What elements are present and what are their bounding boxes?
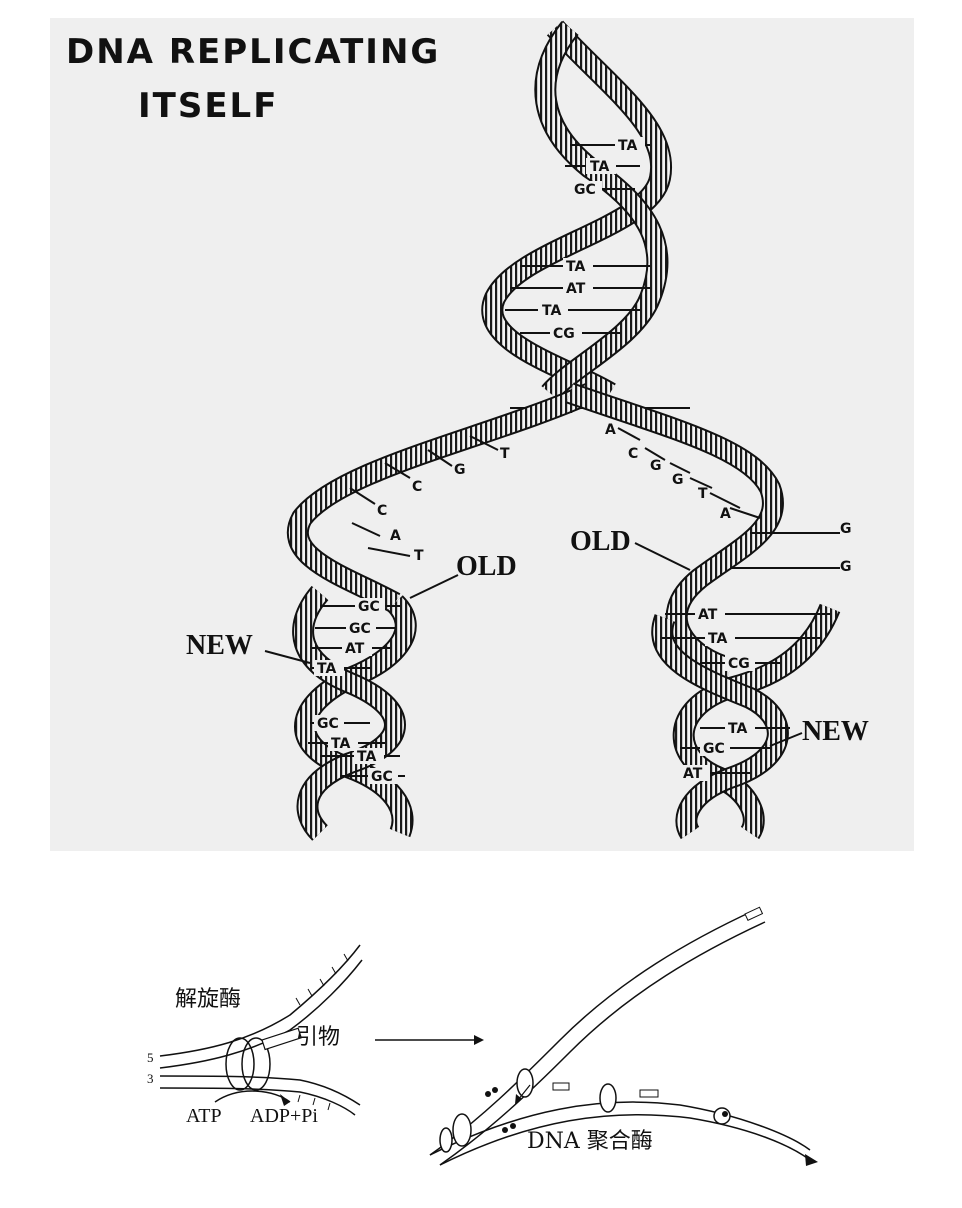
strand-5-label: 5	[147, 1050, 154, 1065]
polymerase-label: DNA 聚合酶	[527, 1129, 653, 1154]
diagram-title-line2: ITSELF	[138, 86, 279, 126]
helicase-fork	[159, 944, 363, 1116]
base-label: T	[698, 486, 708, 502]
old-label-left: OLD	[456, 551, 517, 582]
pair-label: GC	[574, 182, 596, 198]
base-label: C	[377, 503, 387, 519]
pair-label: GC	[358, 599, 380, 615]
pair-label: AT	[698, 607, 718, 623]
pair-label: TA	[708, 631, 727, 647]
base-label: G	[650, 458, 662, 474]
adp-label: ADP+Pi	[250, 1105, 318, 1127]
atp-label: ATP	[186, 1105, 222, 1127]
dna-replication-diagram: DNA REPLICATING ITSELF	[50, 18, 914, 851]
primer-icon	[261, 1027, 302, 1051]
strand-3-label: 3	[147, 1071, 154, 1086]
polymerase-icon	[516, 1068, 534, 1098]
replication-fork-schematic: 解旋酶 引物 5 3 ATP ADP+Pi	[0, 880, 962, 1190]
base-label: G	[454, 462, 466, 478]
base-label: A	[390, 528, 401, 544]
pair-label: TA	[566, 259, 585, 275]
pair-label: AT	[345, 641, 365, 657]
pair-label: CG	[553, 326, 575, 342]
base-label: A	[605, 422, 616, 438]
polymerase-fork	[429, 906, 818, 1166]
base-label: T	[414, 548, 424, 564]
pair-label: GC	[349, 621, 371, 637]
base-label: T	[500, 446, 510, 462]
base-label: C	[628, 446, 638, 462]
new-label-left: NEW	[186, 630, 253, 661]
pair-label: AT	[683, 766, 703, 782]
pair-label: GC	[371, 769, 393, 785]
pair-label: TA	[590, 159, 609, 175]
base-label: G	[672, 472, 684, 488]
parent-helix: TA TA GC TA AT TA CG TA	[481, 20, 690, 417]
left-daughter-helix: T G C C A T GC GC AT TA GC TA TA GC	[286, 382, 595, 841]
pair-label: GC	[317, 716, 339, 732]
pair-label: CG	[728, 656, 750, 672]
base-label: A	[720, 506, 731, 522]
pair-label: AT	[566, 281, 586, 297]
replication-fork-drawing: 解旋酶 引物 5 3 ATP ADP+Pi	[147, 906, 818, 1166]
base-label: C	[412, 479, 422, 495]
pair-label: GC	[703, 741, 725, 757]
primer-label: 引物	[296, 1025, 340, 1050]
pair-label: TA	[331, 736, 350, 752]
base-label: G	[840, 521, 852, 537]
right-daughter-helix: A C G G T A G G AT TA CG TA GC AT	[566, 382, 852, 840]
helicase-ring-icon	[225, 1037, 255, 1091]
old-label-right: OLD	[570, 526, 631, 557]
pair-label: TA	[542, 303, 561, 319]
pair-label: TA	[317, 661, 336, 677]
pair-label: TA	[728, 721, 747, 737]
pair-label: TA	[618, 138, 637, 154]
pair-label: TA	[357, 749, 376, 765]
diagram-title-line1: DNA REPLICATING	[66, 32, 441, 72]
new-label-right: NEW	[802, 716, 869, 747]
helicase-label: 解旋酶	[175, 987, 241, 1012]
base-label: G	[840, 559, 852, 575]
double-helix-drawing: TA TA GC TA AT TA CG TA	[186, 20, 869, 841]
